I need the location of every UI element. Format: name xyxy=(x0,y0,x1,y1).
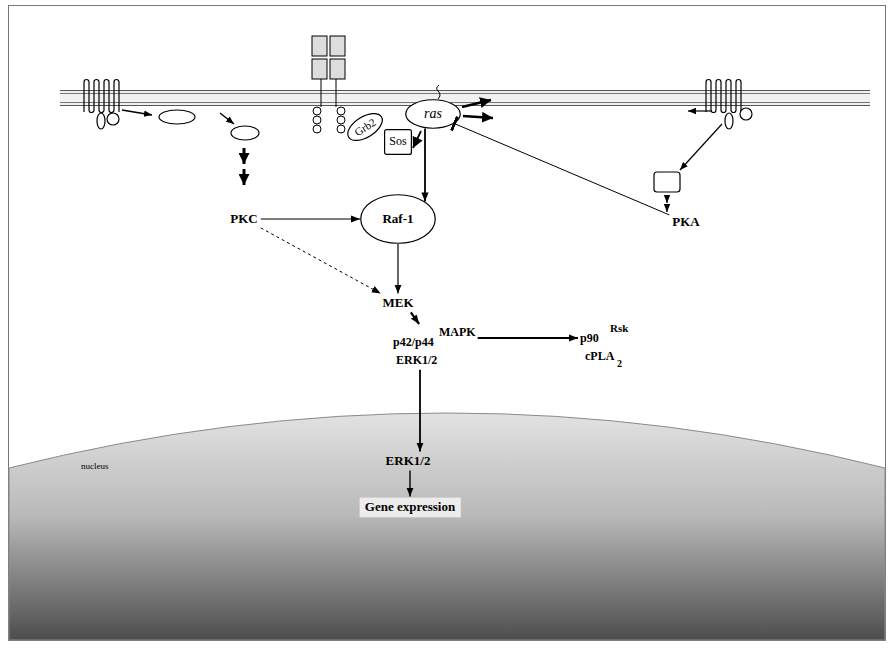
node-label: Raf-1 xyxy=(382,212,413,227)
cyclase-box xyxy=(654,172,680,192)
g-protein-subunit xyxy=(97,113,105,129)
membrane-line xyxy=(60,102,870,103)
signal-arrow xyxy=(688,110,712,111)
g-protein-subunit xyxy=(740,108,752,120)
exchange-factor: Sos xyxy=(384,129,412,155)
node-label: ERK1/2 xyxy=(386,454,431,469)
gtpase-protein: ras xyxy=(405,99,461,129)
plasma-membrane xyxy=(60,90,870,106)
signal-arrow xyxy=(419,370,421,452)
messenger-ellipse xyxy=(231,126,259,140)
phospho-site xyxy=(313,125,321,133)
receptor-domain xyxy=(312,36,327,56)
signal-arrow xyxy=(462,100,491,107)
node-label: MEK xyxy=(382,296,413,311)
figure-frame xyxy=(9,6,886,641)
phospho-site xyxy=(313,116,321,124)
node-label: nucleus xyxy=(81,461,109,471)
node-label: ras xyxy=(424,106,442,122)
membrane-line xyxy=(60,90,870,91)
signal-arrow xyxy=(411,312,419,324)
phospho-site xyxy=(337,107,345,115)
tyrosine-kinase-receptor xyxy=(312,36,345,133)
receptor-stem xyxy=(321,79,322,107)
signal-arrow xyxy=(424,128,426,201)
receptor-domain xyxy=(330,36,345,56)
membrane-core xyxy=(60,90,870,106)
signal-arrow xyxy=(413,131,421,148)
receptor-stem xyxy=(336,79,337,107)
adaptor-protein: Grb2 xyxy=(342,107,388,147)
kinase-label: PKC xyxy=(227,210,260,229)
signal-arrow xyxy=(243,148,246,164)
protein-ellipse xyxy=(343,108,387,146)
node-label: Gene expression xyxy=(365,500,455,515)
nucleus-dome xyxy=(9,408,885,640)
receptor-domain xyxy=(330,59,345,79)
node-label: p42/p44 xyxy=(393,336,434,350)
kinase-label: ERK1/2 xyxy=(383,452,434,471)
node-label: PKC xyxy=(230,212,257,227)
node-label: Sos xyxy=(389,135,406,149)
node-label: ERK1/2 xyxy=(396,354,437,368)
signal-arrow xyxy=(261,228,381,294)
signal-arrow xyxy=(463,116,493,118)
effector-ellipse xyxy=(159,110,195,124)
signal-arrow xyxy=(220,113,234,124)
phospho-site xyxy=(313,107,321,115)
signal-arrow xyxy=(666,195,667,203)
signal-arrow xyxy=(122,110,152,115)
phospho-site xyxy=(337,116,345,124)
signal-arrow xyxy=(397,244,398,294)
protein-box xyxy=(385,130,412,155)
signal-arrow xyxy=(680,124,722,170)
membrane-line xyxy=(60,93,870,94)
kinase-label: MEK xyxy=(379,294,416,313)
protein-ellipse xyxy=(406,100,461,129)
node-label: MAPK xyxy=(439,326,476,340)
node-label: 2 xyxy=(617,358,622,370)
kinase-label: PKA xyxy=(669,213,702,232)
output-label: Gene expression xyxy=(359,497,461,518)
signal-arrow xyxy=(409,470,410,496)
kinase-protein: Raf-1 xyxy=(360,194,436,244)
receptor-helices xyxy=(706,80,741,113)
signal-arrow xyxy=(666,204,667,212)
node-label: p90 xyxy=(580,332,599,346)
node-label: Rsk xyxy=(610,322,628,335)
g-protein-receptor xyxy=(706,80,752,130)
nucleus-region: ERK1/2Gene expression nucleus xyxy=(9,408,885,640)
signal-arrow xyxy=(243,169,246,185)
signal-arrow xyxy=(478,337,578,339)
g-protein-subunit xyxy=(725,113,733,129)
node-label: cPLA xyxy=(585,350,614,364)
substrate-label-group: p90 Rsk cPLA2 xyxy=(578,320,630,372)
lipid-anchor xyxy=(437,85,440,99)
signal-arrow xyxy=(261,218,360,219)
phospho-site xyxy=(337,125,345,133)
g-protein-subunit xyxy=(107,113,119,125)
inhibition-line xyxy=(454,124,669,215)
mapk-label-group: p42/p44 MAPKERK1/2 xyxy=(391,324,478,370)
g-protein-receptor xyxy=(84,80,119,130)
node-label: PKA xyxy=(672,215,699,230)
receptor-helices xyxy=(84,80,119,113)
nucleus-dome xyxy=(9,413,885,640)
protein-ellipse xyxy=(361,195,436,244)
label-patch xyxy=(359,497,460,517)
receptor-domain xyxy=(312,59,327,79)
